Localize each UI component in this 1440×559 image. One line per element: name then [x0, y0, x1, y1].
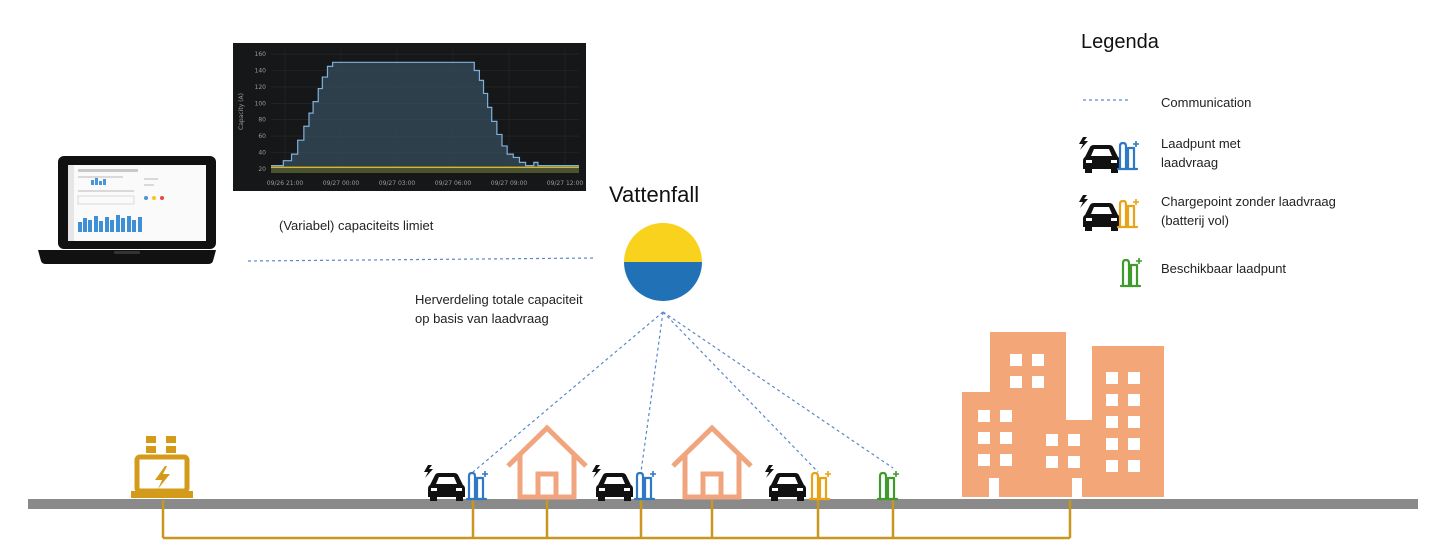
x-tick-label: 09/27 03:00	[379, 180, 416, 187]
y-axis-label: Capacity (A)	[238, 93, 245, 130]
bolt-icon	[765, 465, 774, 478]
car-icon	[765, 465, 806, 501]
plus-icon	[1133, 141, 1139, 147]
communication-line-4	[662, 311, 894, 469]
y-tick-label: 20	[258, 166, 266, 173]
office-building-icon	[962, 332, 1164, 497]
charger-icon	[633, 471, 656, 501]
x-tick-label: 09/26 21:00	[267, 180, 304, 187]
plus-icon	[893, 471, 899, 477]
x-tick-label: 09/27 12:00	[547, 180, 584, 187]
car-icon	[1079, 195, 1120, 231]
building-windows	[978, 354, 1140, 497]
capacity-series-line	[271, 61, 579, 167]
legend-without-demand-line1: Chargepoint zonder laadvraag	[1161, 194, 1336, 209]
legend-with-demand-line2: laadvraag	[1161, 155, 1219, 170]
y-tick-label: 80	[258, 117, 266, 124]
car-icon	[592, 465, 633, 501]
battery-storage-icon	[131, 436, 193, 498]
charger-icon	[876, 471, 899, 501]
bolt-icon	[592, 465, 601, 478]
y-tick-label: 120	[255, 84, 267, 91]
x-tick-label: 09/27 00:00	[323, 180, 360, 187]
redistribution-label-line2: op basis van laadvraag	[415, 311, 549, 326]
plus-icon	[825, 471, 831, 477]
charger-icon	[808, 471, 831, 501]
y-tick-label: 100	[255, 100, 267, 107]
legend-without-demand-line2: (batterij vol)	[1161, 213, 1229, 228]
charger-icon	[465, 471, 488, 501]
car-icon	[424, 465, 465, 501]
capacity-chart: 20 40 60 80 100 120 140 160 09/26 21:00 09/27 00:…	[233, 43, 586, 191]
car-icon	[1079, 137, 1120, 173]
bolt-icon	[424, 465, 433, 478]
vattenfall-logo	[624, 223, 702, 301]
y-tick-label: 160	[255, 51, 267, 58]
plus-icon	[650, 471, 656, 477]
plus-icon	[1136, 258, 1142, 264]
plus-icon	[482, 471, 488, 477]
bolt-icon	[1079, 195, 1088, 208]
capacity-chart-svg: 20 40 60 80 100 120 140 160 09/26 21:00 09/27 00:…	[238, 50, 584, 187]
plus-icon	[1133, 199, 1139, 205]
road	[28, 499, 1418, 509]
charger-icon	[1116, 199, 1139, 229]
legend-communication-label: Communication	[1161, 95, 1252, 110]
capacity-limit-label: (Variabel) capaciteits limiet	[279, 218, 434, 233]
x-tick-label: 09/27 09:00	[491, 180, 528, 187]
y-tick-label: 60	[258, 133, 266, 140]
house-icon	[671, 424, 753, 500]
x-tick-label: 09/27 06:00	[435, 180, 472, 187]
charger-icon	[1119, 258, 1142, 288]
communication-lines	[247, 257, 894, 473]
charger-icon	[1116, 141, 1139, 171]
communication-line-1	[472, 311, 664, 473]
y-tick-label: 40	[258, 150, 266, 157]
vattenfall-label: Vattenfall	[609, 182, 700, 207]
y-tick-label: 140	[255, 68, 267, 75]
legend-with-demand-line1: Laadpunt met	[1161, 136, 1241, 151]
legend-available-label: Beschikbaar laadpunt	[1161, 261, 1287, 276]
communication-line-3	[662, 311, 819, 473]
limit-series-area	[271, 167, 579, 173]
bolt-icon	[1079, 137, 1088, 150]
redistribution-label-line1: Herverdeling totale capaciteit	[415, 292, 583, 307]
power-cable	[161, 500, 1072, 540]
house-icon	[506, 424, 588, 500]
communication-line-2	[640, 311, 664, 473]
communication-line-dashboard	[247, 257, 597, 262]
legend-title: Legenda	[1081, 31, 1159, 53]
laptop-icon	[38, 156, 216, 264]
